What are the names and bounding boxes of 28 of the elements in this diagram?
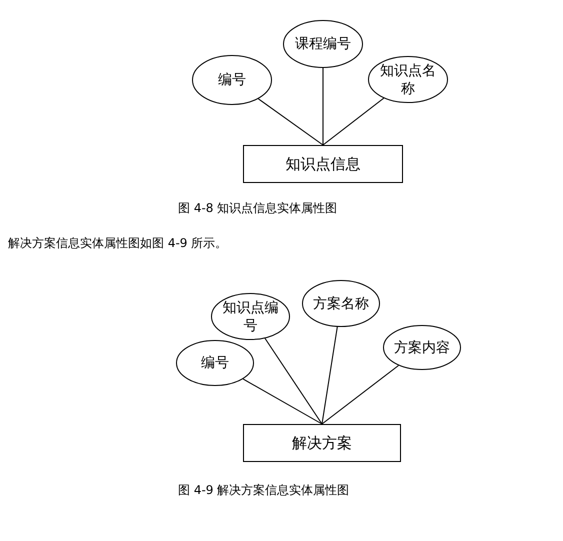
attribute-name: 编号 (218, 71, 246, 89)
attribute-name: 方案名称 (313, 294, 369, 312)
connector-line (242, 378, 322, 424)
attribute-ellipse (176, 340, 254, 386)
entity-name: 知识点信息 (286, 155, 360, 173)
attribute-ellipse (383, 325, 461, 370)
connector-line (322, 326, 338, 424)
connector-line (264, 338, 322, 424)
connector-line (322, 98, 384, 146)
attribute-name: 知识点名称 (379, 62, 437, 98)
attribute-ellipse (211, 293, 290, 340)
entity-name: 解决方案 (292, 434, 352, 452)
attribute-ellipse (302, 280, 380, 327)
figure-caption: 图 4-8 知识点信息实体属性图 (178, 200, 338, 217)
attribute-name: 课程编号 (295, 35, 351, 53)
figure-caption: 图 4-9 解决方案信息实体属性图 (178, 482, 350, 499)
attribute-ellipse (192, 55, 272, 105)
connector-line (258, 98, 324, 146)
attribute-name: 方案内容 (394, 338, 450, 356)
entity-box (243, 145, 403, 183)
body-text: 解决方案信息实体属性图如图 4-9 所示。 (8, 235, 228, 252)
entity-box (243, 424, 401, 462)
connector-line (322, 364, 400, 424)
attribute-name: 编号 (201, 354, 229, 372)
attribute-ellipse (368, 56, 448, 103)
attribute-name: 知识点编号 (222, 298, 280, 334)
attribute-ellipse (283, 20, 363, 68)
connector-line (322, 68, 324, 146)
